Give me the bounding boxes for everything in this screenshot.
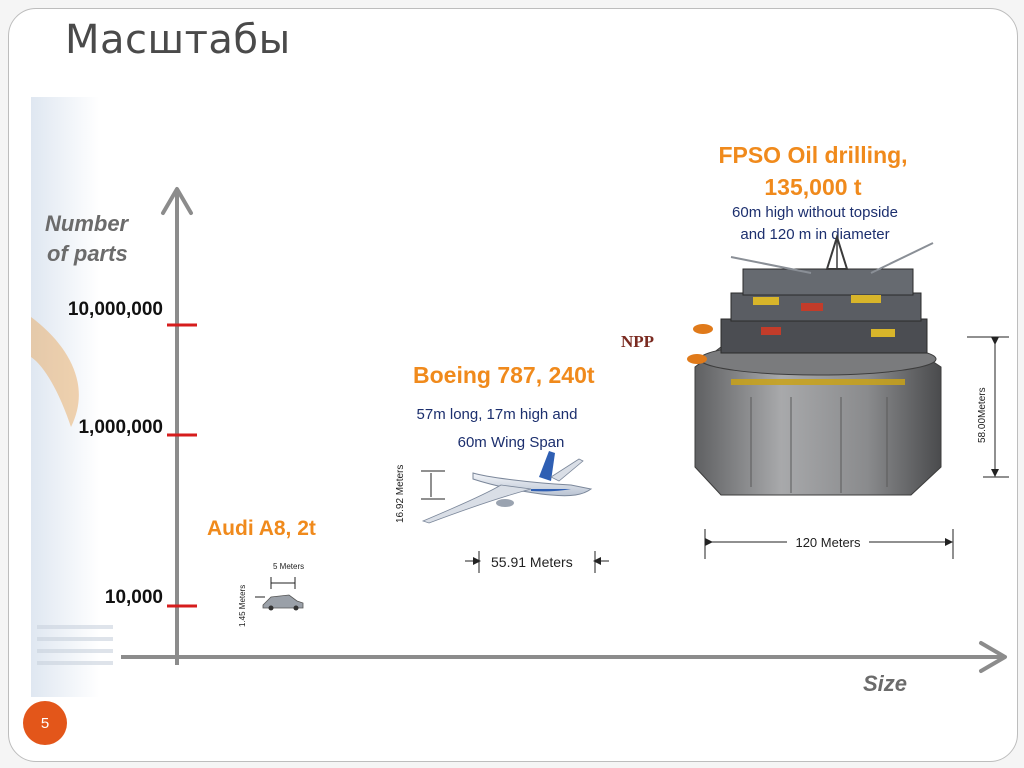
boeing-group: Boeing 787, 240t 57m long, 17m high and …: [395, 362, 609, 573]
boeing-dim-length: 55.91 Meters: [491, 554, 573, 570]
x-axis-label: Size: [863, 671, 907, 696]
airplane-icon: [421, 451, 593, 524]
npp-label: NPP: [621, 332, 654, 351]
fpso-desc-line1: 60m high without topside: [732, 204, 898, 221]
boeing-desc-line1: 57m long, 17m high and: [417, 406, 578, 423]
audi-dim-height: 1.45 Meters: [238, 585, 247, 627]
fpso-desc-line2: and 120 m in diameter: [740, 226, 889, 243]
decorative-swoosh: [31, 317, 79, 427]
slide: Масштабы: [8, 8, 1018, 762]
y-axis-label-line2: of parts: [47, 241, 128, 266]
y-tick-label-1000000: 1,000,000: [78, 417, 163, 438]
boeing-dim-height: 16.92 Meters: [395, 465, 406, 523]
boeing-title: Boeing 787, 240t: [413, 362, 595, 388]
audi-group: Audi A8, 2t 5 Meters 1.45 Meters: [207, 517, 316, 627]
y-axis-label-line1: Number: [45, 211, 130, 236]
car-icon: [262, 594, 304, 611]
fpso-group: FPSO Oil drilling, 135,000 t 60m high wi…: [687, 142, 1009, 559]
fpso-dim-width: 120 Meters: [795, 535, 861, 550]
y-tick-label-10000000: 10,000,000: [68, 299, 163, 320]
y-tick-label-10000: 10,000: [105, 587, 163, 608]
slide-title: Масштабы: [65, 17, 291, 63]
audi-title: Audi A8, 2t: [207, 517, 316, 540]
decorative-stripes: [37, 625, 113, 665]
fpso-platform-icon: [687, 233, 942, 496]
audi-dim-length: 5 Meters: [273, 562, 304, 571]
fpso-title-line1: FPSO Oil drilling,: [718, 142, 907, 168]
y-axis: [161, 187, 193, 665]
fpso-dim-height: 58.00Meters: [977, 387, 988, 443]
scale-diagram: Number of parts Size 10,000,000 1,000,00…: [31, 97, 1009, 697]
fpso-title-line2: 135,000 t: [764, 174, 862, 200]
page-number-badge: 5: [23, 701, 67, 745]
x-axis: [121, 641, 1007, 673]
boeing-desc-line2: 60m Wing Span: [458, 434, 565, 451]
